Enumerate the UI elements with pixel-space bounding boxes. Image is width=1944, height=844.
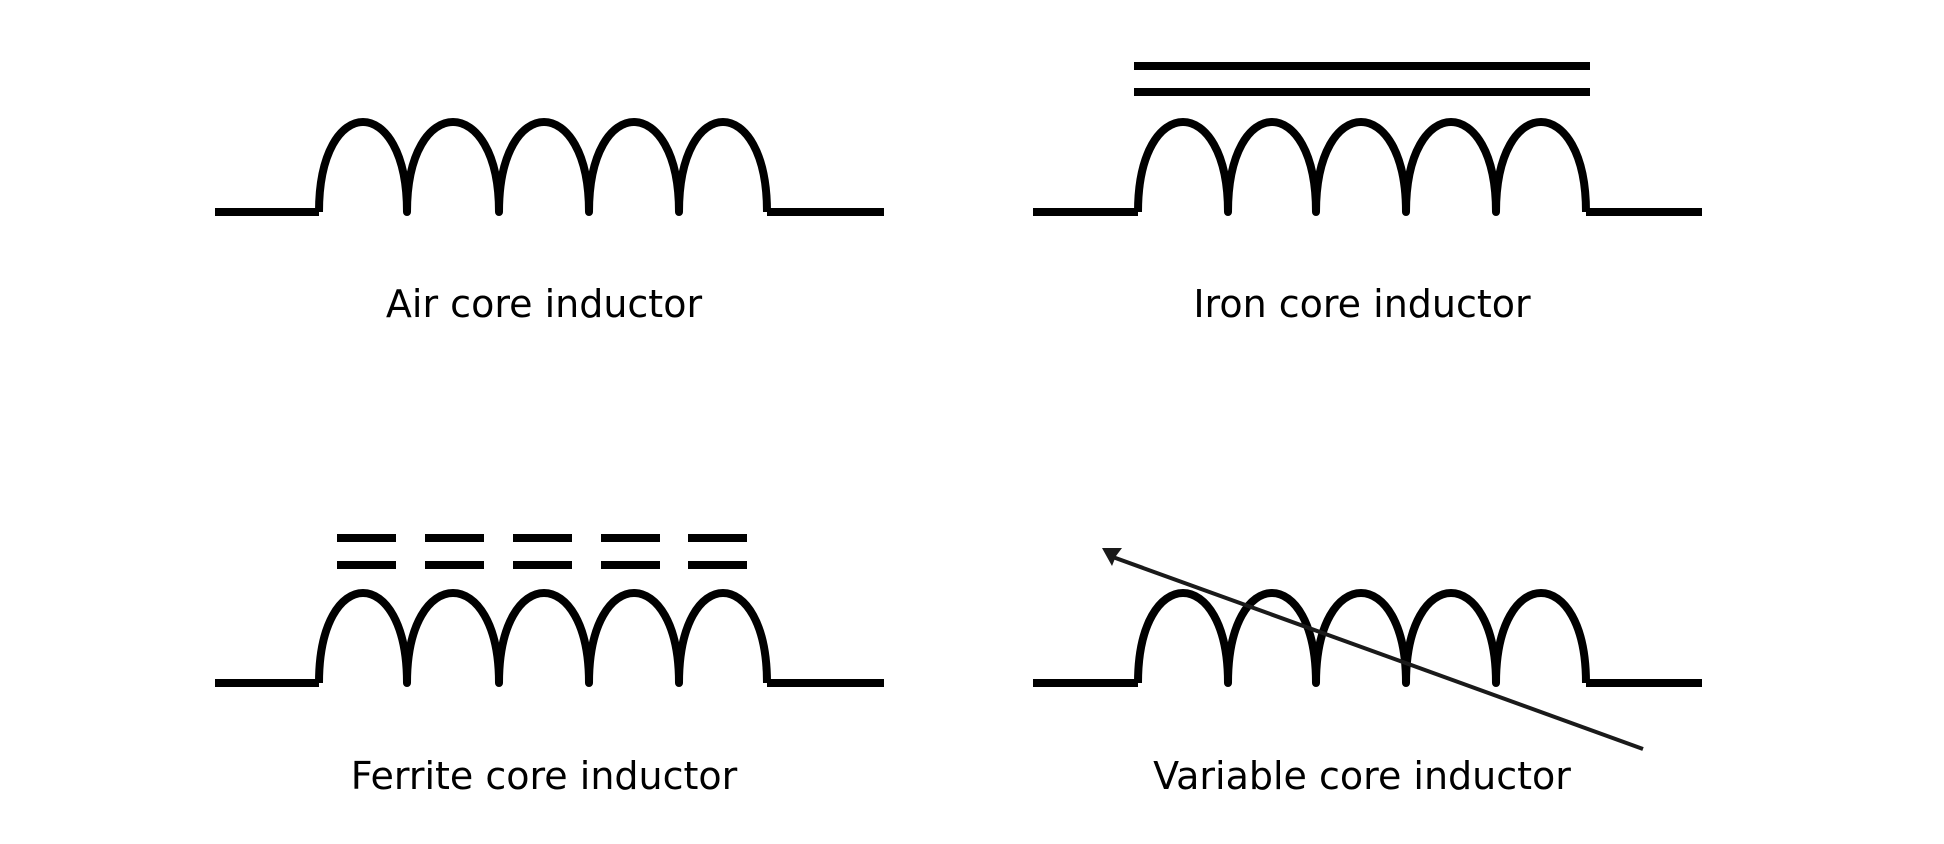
- ferrite-dash: [688, 534, 747, 569]
- air-core-inductor-symbol: Air core inductor: [215, 118, 884, 326]
- variable-adjust-arrow-head: [1102, 548, 1122, 566]
- ferrite-core-dashes: [337, 534, 747, 569]
- variable-core-inductor-symbol: Variable core inductor: [1033, 548, 1702, 798]
- ferrite-dash: [337, 534, 396, 569]
- iron-core-label: Iron core inductor: [1193, 282, 1531, 326]
- air-core-coil: [315, 118, 771, 216]
- ferrite-core-inductor-symbol: Ferrite core inductor: [215, 534, 884, 798]
- variable-adjust-arrow-line: [1109, 554, 1644, 751]
- ferrite-dash: [601, 534, 660, 569]
- ferrite-dash: [513, 534, 572, 569]
- ferrite-core-coil: [315, 589, 771, 687]
- iron-core-inductor-symbol: Iron core inductor: [1033, 62, 1702, 326]
- variable-core-coil: [1134, 589, 1590, 687]
- air-core-label: Air core inductor: [386, 282, 703, 326]
- ferrite-core-label: Ferrite core inductor: [351, 754, 738, 798]
- iron-core-coil: [1134, 118, 1590, 216]
- ferrite-dash: [425, 534, 484, 569]
- variable-core-label: Variable core inductor: [1153, 754, 1571, 798]
